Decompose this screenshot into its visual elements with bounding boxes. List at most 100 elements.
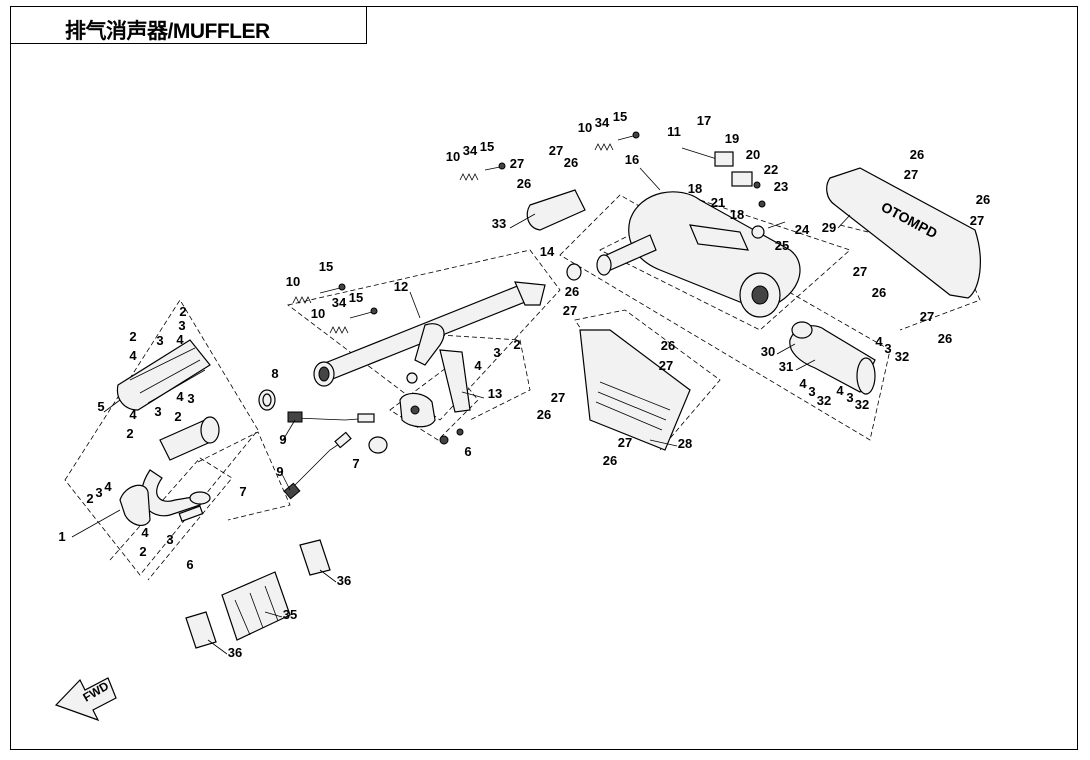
callout-26: 26 [517,176,531,191]
callout-18: 18 [730,207,744,222]
heat-shield-front [116,339,211,411]
callout-10: 10 [578,120,592,135]
callout-2: 2 [129,329,136,344]
callout-26: 26 [537,407,551,422]
callout-27: 27 [510,156,524,171]
tail-pipe [789,321,876,395]
callout-24: 24 [795,222,810,237]
callout-4: 4 [176,389,184,404]
callout-25: 25 [775,238,789,253]
callout-14: 14 [540,244,555,259]
callout-27: 27 [659,358,673,373]
callout-4: 4 [104,479,112,494]
callout-10: 10 [311,306,325,321]
callout-4: 4 [176,332,184,347]
callout-3: 3 [156,333,163,348]
callout-31: 31 [779,359,793,374]
springs [292,143,614,334]
callout-2: 2 [86,491,93,506]
callout-26: 26 [872,285,886,300]
callout-2: 2 [179,304,186,319]
callout-2: 2 [513,337,520,352]
callout-34: 34 [332,295,347,310]
callout-33: 33 [492,216,506,231]
callout-3: 3 [884,341,891,356]
callout-3: 3 [95,485,102,500]
mid-pipe [313,281,546,387]
callout-5: 5 [97,399,104,414]
callout-7: 7 [352,456,359,471]
callout-13: 13 [488,386,502,401]
callout-15: 15 [480,139,494,154]
callout-32: 32 [817,393,831,408]
callout-18: 18 [688,181,702,196]
callout-26: 26 [910,147,924,162]
callout-3: 3 [187,391,194,406]
callout-27: 27 [904,167,918,182]
callout-6: 6 [464,444,471,459]
callout-27: 27 [549,143,563,158]
callout-4: 4 [141,525,149,540]
callout-36: 36 [337,573,351,588]
callout-34: 34 [595,115,610,130]
bolts-15 [319,131,640,319]
callout-26: 26 [603,453,617,468]
callout-26: 26 [565,284,579,299]
callout-32: 32 [855,397,869,412]
callout-8: 8 [271,366,278,381]
callout-27: 27 [618,435,632,450]
leader-lines [71,167,851,655]
callout-9: 9 [276,464,283,479]
callout-34: 34 [463,143,478,158]
callout-21: 21 [711,195,725,210]
callout-36: 36 [228,645,242,660]
callout-4: 4 [474,358,482,373]
protectors [185,539,331,649]
heat-shield-rear: OTOMPD [826,167,981,299]
callout-4: 4 [129,348,137,363]
callout-30: 30 [761,344,775,359]
callout-3: 3 [493,345,500,360]
callout-10: 10 [286,274,300,289]
callout-4: 4 [799,376,807,391]
callout-32: 32 [895,349,909,364]
page-title: 排气消声器/MUFFLER [65,20,270,43]
header-pipe [119,416,220,527]
callout-16: 16 [625,152,639,167]
mount-bracket [681,147,786,239]
callout-3: 3 [166,532,173,547]
callout-12: 12 [394,279,408,294]
callout-7: 7 [239,484,246,499]
callout-6: 6 [186,557,193,572]
callout-19: 19 [725,131,739,146]
callout-29: 29 [822,220,836,235]
callout-4: 4 [836,383,844,398]
callout-20: 20 [746,147,760,162]
callout-22: 22 [764,162,778,177]
callout-2: 2 [174,409,181,424]
callout-2: 2 [139,544,146,559]
callout-17: 17 [697,113,711,128]
callout-3: 3 [154,404,161,419]
flange-bracket [368,349,471,454]
o2-sensors [283,411,375,500]
callout-27: 27 [920,309,934,324]
heat-shield-lower [579,329,691,451]
callout-4: 4 [129,407,137,422]
title-box: 排气消声器/MUFFLER [10,6,367,44]
callout-26: 26 [938,331,952,346]
callout-27: 27 [551,390,565,405]
callout-15: 15 [349,290,363,305]
callout-4: 4 [875,334,883,349]
callout-15: 15 [319,259,333,274]
callout-28: 28 [678,436,692,451]
callout-26: 26 [564,155,578,170]
callout-26: 26 [661,338,675,353]
callout-10: 10 [446,149,460,164]
callout-9: 9 [279,432,286,447]
callout-2: 2 [126,426,133,441]
callout-1: 1 [58,529,65,544]
cover-33 [526,189,586,231]
